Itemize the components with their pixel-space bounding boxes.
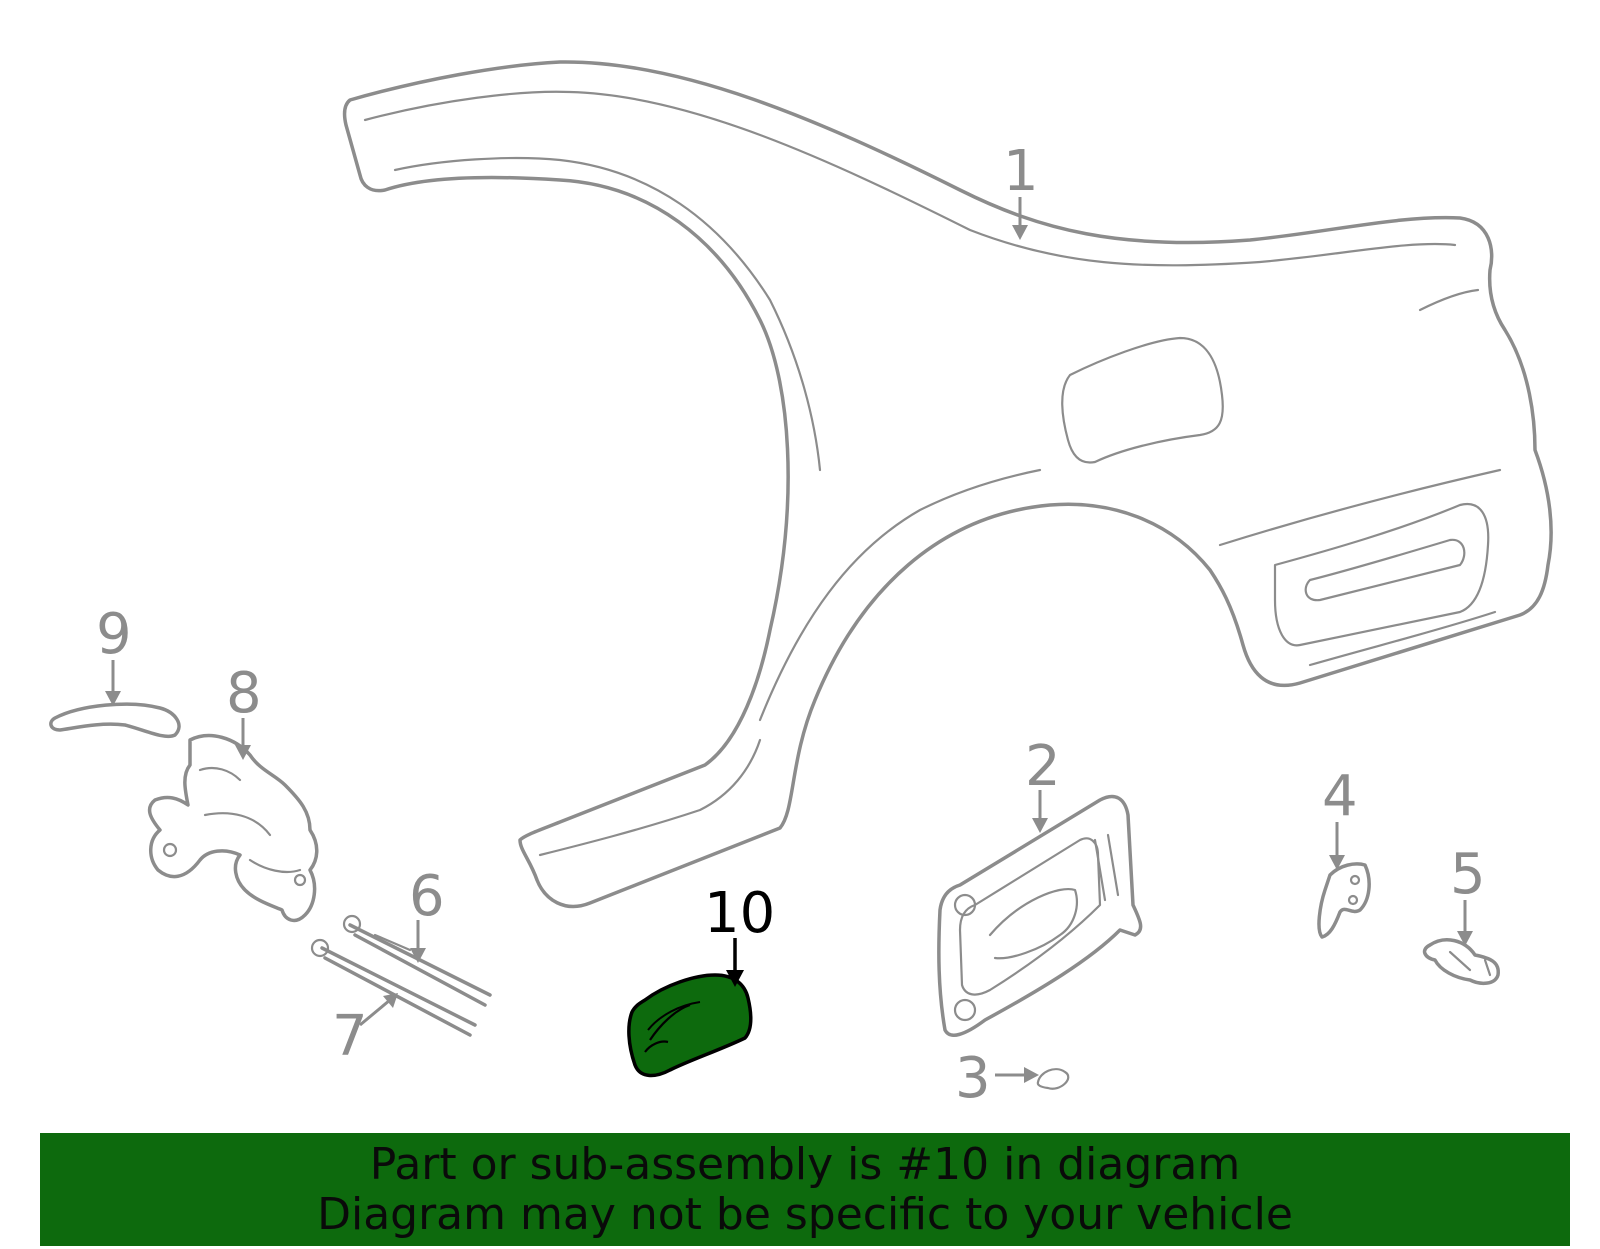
part-1-quarter-panel <box>342 60 1553 909</box>
part-10-fuel-door <box>627 973 753 1078</box>
part-5-actuator <box>1422 938 1500 986</box>
part-4-hinge <box>1317 862 1371 939</box>
part-8-bracket <box>147 733 319 923</box>
part-7-rod <box>310 938 477 1037</box>
callout-10: 10 <box>704 881 775 946</box>
callout-3: 3 <box>955 1046 991 1111</box>
callout-8: 8 <box>226 661 262 726</box>
callout-5: 5 <box>1450 842 1486 907</box>
part-9-seal <box>49 702 181 738</box>
callout-2: 2 <box>1025 734 1061 799</box>
part-3-clip <box>1036 1068 1070 1090</box>
callout-7: 7 <box>332 1004 368 1069</box>
callout-1: 1 <box>1003 139 1039 204</box>
callout-6: 6 <box>409 864 445 929</box>
banner-line-2: Diagram may not be specific to your vehi… <box>317 1188 1293 1240</box>
part-2-fuel-door-housing <box>937 794 1143 1037</box>
leader-lines <box>105 197 1473 1083</box>
info-banner: Part or sub-assembly is #10 in diagram D… <box>40 1133 1570 1246</box>
banner-line-1: Part or sub-assembly is #10 in diagram <box>369 1138 1241 1190</box>
callout-4: 4 <box>1322 764 1358 829</box>
callout-9: 9 <box>96 602 132 667</box>
part-6-rod <box>342 914 492 1007</box>
